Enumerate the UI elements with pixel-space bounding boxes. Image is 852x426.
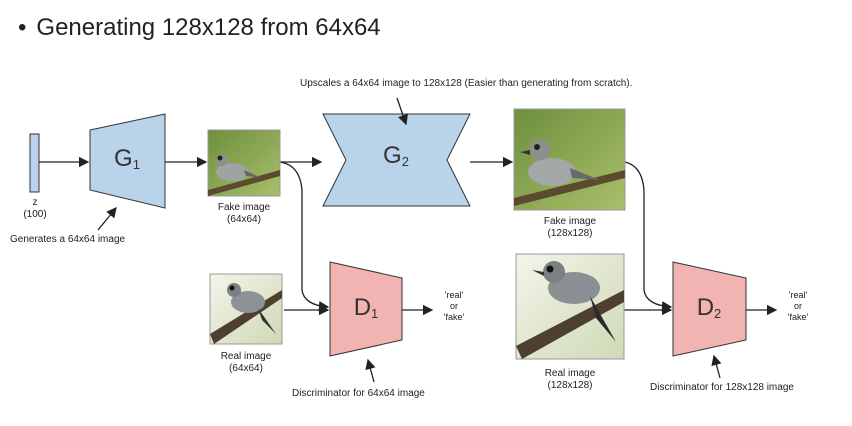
bullet: • xyxy=(18,14,27,41)
noise-dim: (100) xyxy=(23,209,47,220)
arrow-fake128-to-d2 xyxy=(624,161,673,312)
d1-output-real: 'real' xyxy=(444,290,464,300)
d1-discriminator-block xyxy=(329,261,403,357)
real64-title: Real image xyxy=(220,351,272,362)
noise-vector xyxy=(29,133,40,193)
fake64-caption: Fake image (64x64) xyxy=(200,202,288,226)
d1-label: D1 xyxy=(353,294,379,321)
d2-output-or: or xyxy=(793,301,802,311)
d2-label: D2 xyxy=(696,294,722,321)
g2-label: G2 xyxy=(383,142,409,169)
d1-note: Discriminator for 64x64 image xyxy=(292,388,425,399)
g1-generator-block xyxy=(89,113,166,209)
pointer-g1-note xyxy=(97,206,117,231)
d1-output-fake: 'fake' xyxy=(443,312,465,322)
noise-name: z xyxy=(32,197,38,208)
d1-output: 'real' or 'fake' xyxy=(434,290,474,323)
fake64-size: (64x64) xyxy=(227,214,261,225)
g1-note: Generates a 64x64 image xyxy=(10,234,126,245)
d2-discriminator-block xyxy=(672,261,747,357)
fake128-title: Fake image xyxy=(543,216,597,227)
d2-output: 'real' or 'fake' xyxy=(778,290,818,323)
real128-title: Real image xyxy=(544,368,596,379)
slide-title-text: Generating 128x128 from 64x64 xyxy=(36,14,381,41)
pointer-g2-note xyxy=(396,97,408,126)
arrow-fake64-to-d1 xyxy=(279,161,330,312)
slide-title: • Generating 128x128 from 64x64 xyxy=(18,14,381,42)
real128-size: (128x128) xyxy=(547,380,593,391)
d2-note: Discriminator for 128x128 image xyxy=(650,382,794,393)
pointer-d1-note xyxy=(365,358,376,383)
pointer-d2-note xyxy=(711,354,722,379)
g2-note: Upscales a 64x64 image to 128x128 (Easie… xyxy=(300,78,633,89)
noise-label: z (100) xyxy=(18,197,52,221)
real-image-64 xyxy=(209,273,283,345)
d2-output-fake: 'fake' xyxy=(787,312,809,322)
real-image-128 xyxy=(515,253,625,360)
real64-size: (64x64) xyxy=(229,363,263,374)
d2-output-real: 'real' xyxy=(788,290,808,300)
real128-caption: Real image (128x128) xyxy=(520,368,620,392)
g2-generator-block xyxy=(322,113,471,207)
fake-image-64 xyxy=(207,129,281,197)
d1-output-or: or xyxy=(449,301,458,311)
fake64-title: Fake image xyxy=(217,202,271,213)
fake128-caption: Fake image (128x128) xyxy=(520,216,620,240)
g1-label: G1 xyxy=(114,145,140,172)
fake128-size: (128x128) xyxy=(547,228,593,239)
fake-image-128 xyxy=(513,108,626,211)
real64-caption: Real image (64x64) xyxy=(202,351,290,375)
